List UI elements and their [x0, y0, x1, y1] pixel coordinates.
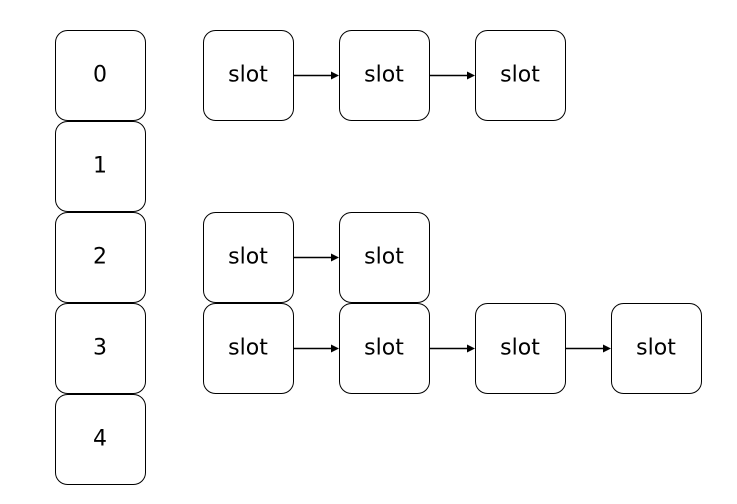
bucket-4-box: [55, 394, 146, 485]
slot-node-3-3: slot: [611, 303, 702, 394]
bucket-column: 0 1 2 3 4: [55, 30, 146, 485]
bucket-3-box: [55, 303, 146, 394]
bucket-2: 2: [55, 212, 146, 303]
slot-node-2-0: slot: [203, 212, 294, 303]
slot-node-3-0: slot: [203, 303, 294, 394]
bucket-4: 4: [55, 394, 146, 485]
slot-node-3-2-box: [475, 303, 566, 394]
bucket-1: 1: [55, 121, 146, 212]
slot-node-2-0-label: slot: [228, 245, 268, 270]
link-arrow-3-2: [430, 344, 475, 353]
slot-node-3-0-box: [203, 303, 294, 394]
slot-node-2-1-label: slot: [364, 245, 404, 270]
slot-node-0-1: slot: [339, 30, 430, 121]
bucket-2-label: 2: [93, 245, 107, 270]
bucket-0-box: [55, 30, 146, 121]
slot-node-3-0-label: slot: [228, 336, 268, 361]
slot-node-3-1: slot: [339, 303, 430, 394]
slot-node-3-3-label: slot: [636, 336, 676, 361]
slot-node-3-2-label: slot: [500, 336, 540, 361]
bucket-0-label: 0: [93, 63, 107, 88]
slot-node-0-2: slot: [475, 30, 566, 121]
bucket-3-label: 3: [93, 336, 107, 361]
slot-node-0-1-box: [339, 30, 430, 121]
bucket-0: 0: [55, 30, 146, 121]
slot-node-3-1-label: slot: [364, 336, 404, 361]
slot-node-0-2-label: slot: [500, 63, 540, 88]
slot-chains: slot slot slot slot slot slot slot slot slot: [203, 30, 702, 394]
slot-node-0-0: slot: [203, 30, 294, 121]
link-arrow-0-1: [294, 71, 339, 80]
slot-node-2-1-box: [339, 212, 430, 303]
link-arrow-0-2: [430, 71, 475, 80]
slot-node-0-0-box: [203, 30, 294, 121]
link-arrow-2-1: [294, 253, 339, 262]
bucket-2-box: [55, 212, 146, 303]
link-arrow-3-3: [566, 344, 611, 353]
slot-node-3-3-box: [611, 303, 702, 394]
slot-node-0-1-label: slot: [364, 63, 404, 88]
slot-node-3-1-box: [339, 303, 430, 394]
slot-node-3-2: slot: [475, 303, 566, 394]
bucket-3: 3: [55, 303, 146, 394]
bucket-4-label: 4: [93, 427, 107, 452]
slot-node-0-2-box: [475, 30, 566, 121]
slot-node-2-1: slot: [339, 212, 430, 303]
bucket-1-label: 1: [93, 154, 107, 179]
slot-node-2-0-box: [203, 212, 294, 303]
bucket-1-box: [55, 121, 146, 212]
link-arrow-3-1: [294, 344, 339, 353]
slot-node-0-0-label: slot: [228, 63, 268, 88]
